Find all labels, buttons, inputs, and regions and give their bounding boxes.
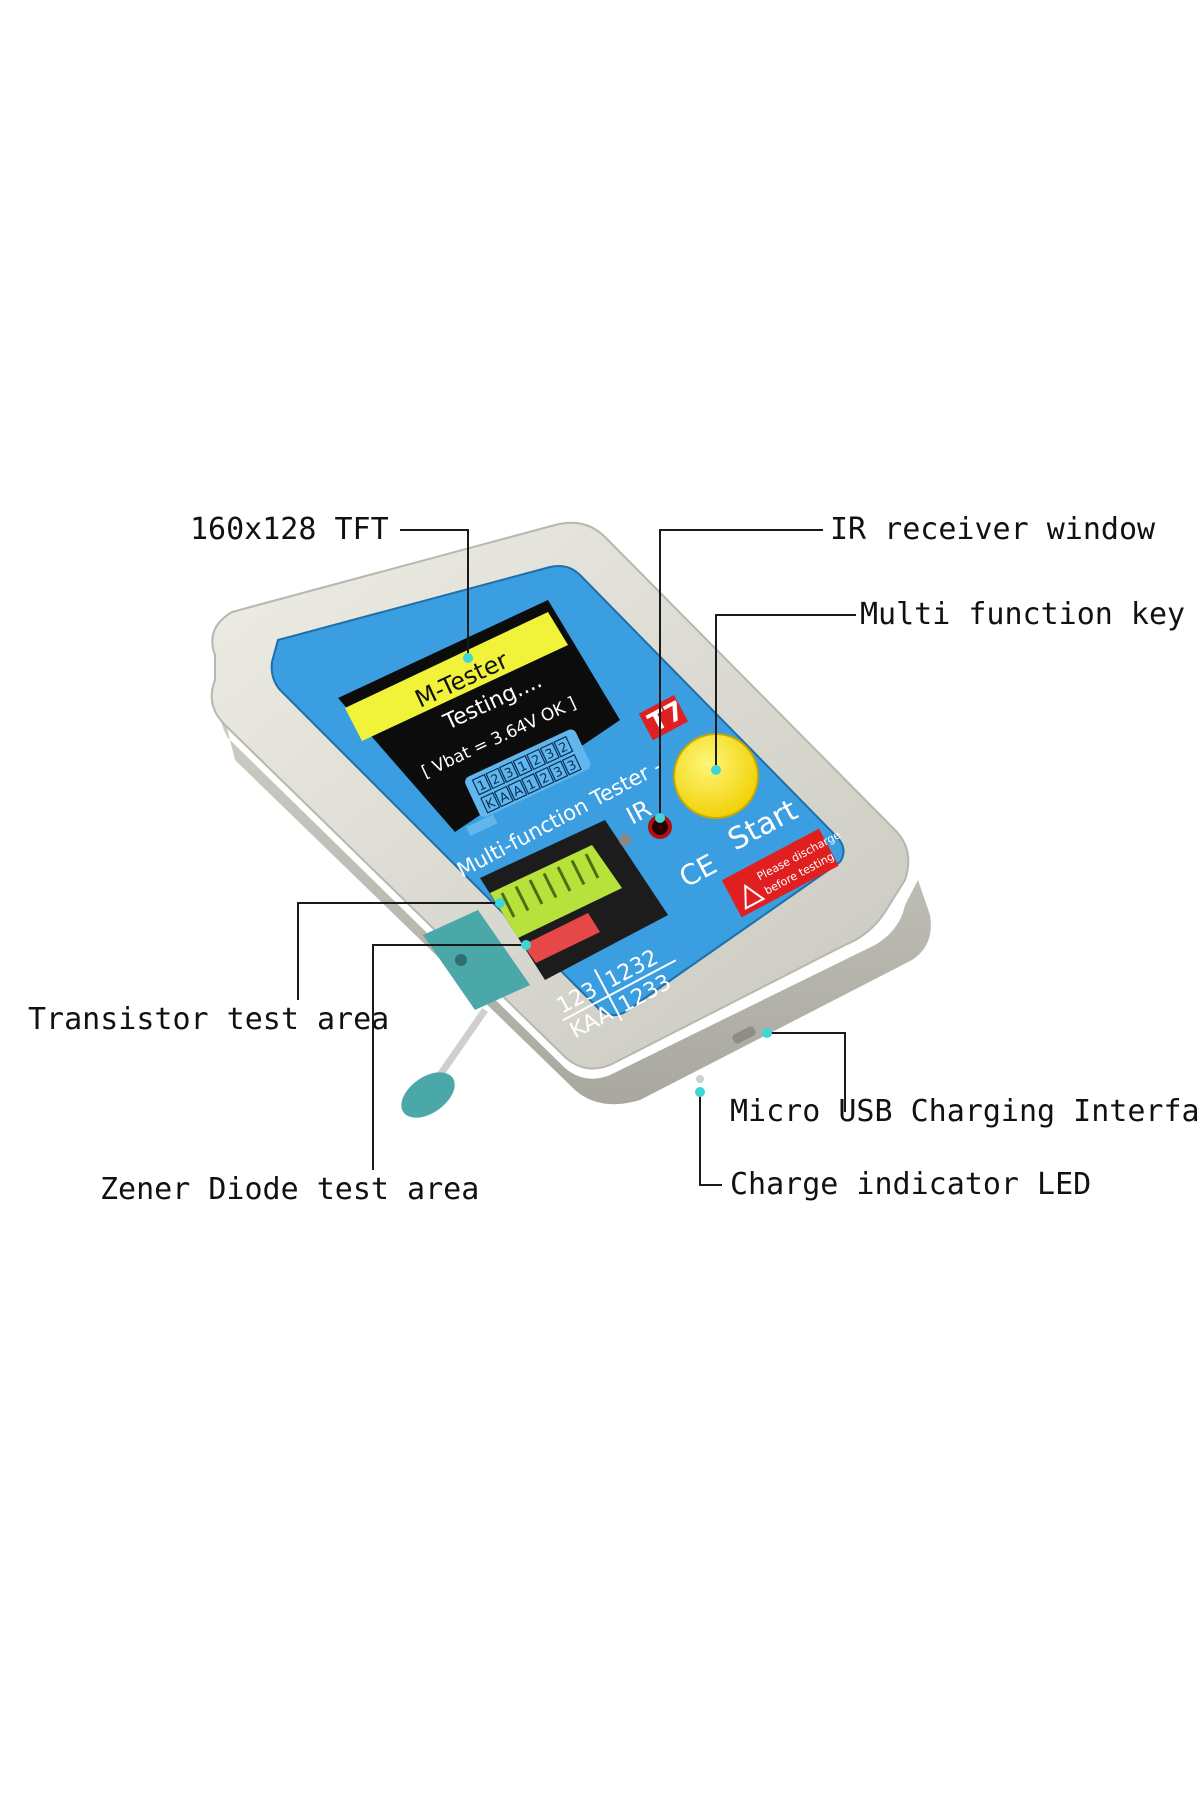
pin-row2-box bbox=[480, 792, 501, 814]
socket-lever-knob bbox=[401, 1072, 455, 1118]
socket-slots bbox=[500, 853, 600, 918]
dot-tft bbox=[463, 653, 473, 663]
pin-row1-box bbox=[526, 748, 547, 771]
tft-screen: M-Tester Testing.... [ Vbat = 3.64V OK ]… bbox=[338, 600, 620, 837]
socket-slot bbox=[542, 872, 558, 899]
leader-ir bbox=[659, 529, 823, 816]
micro-usb-port[interactable] bbox=[731, 1025, 757, 1045]
pin-row2-box bbox=[548, 760, 569, 782]
pin-row2-box bbox=[520, 773, 542, 795]
socket-screw-right bbox=[619, 834, 631, 846]
dot-usb bbox=[762, 1028, 772, 1038]
leader-tft bbox=[400, 529, 469, 655]
socket-green-area bbox=[490, 845, 622, 938]
leader-transistor bbox=[297, 902, 500, 1000]
pin-row2-box bbox=[493, 785, 514, 808]
legend-divider-vertical bbox=[593, 968, 623, 1022]
callout-usb: Micro USB Charging Interface bbox=[730, 1094, 1200, 1129]
socket-lever-arm bbox=[437, 1008, 488, 1077]
leader-key bbox=[715, 614, 856, 765]
callout-zener: Zener Diode test area bbox=[100, 1172, 480, 1207]
pin-row2-box bbox=[561, 754, 582, 776]
charge-led bbox=[696, 1075, 704, 1083]
leader-led bbox=[699, 1092, 722, 1186]
callout-tft: 160x128 TFT bbox=[190, 512, 389, 547]
pin-row2-box bbox=[507, 779, 528, 801]
dot-ir bbox=[655, 813, 665, 823]
dot-key bbox=[711, 765, 721, 775]
callout-multi-key: Multi function key bbox=[860, 597, 1186, 632]
callout-led: Charge indicator LED bbox=[730, 1167, 1092, 1202]
pin-row1-box bbox=[498, 761, 520, 783]
socket-lever-block bbox=[423, 910, 530, 1010]
leader-lines bbox=[297, 529, 856, 1186]
model-badge-bg bbox=[638, 695, 689, 741]
warning-triangle-icon bbox=[744, 883, 766, 910]
pin-row2-box bbox=[534, 766, 555, 789]
legend-divider-horizontal bbox=[562, 959, 677, 1022]
dot-zener bbox=[521, 940, 531, 950]
dot-transistor bbox=[495, 898, 505, 908]
callout-transistor: Transistor test area bbox=[28, 1002, 390, 1037]
socket-slot bbox=[584, 853, 600, 879]
socket-screw-left bbox=[455, 954, 467, 966]
callout-ir-window: IR receiver window bbox=[830, 512, 1156, 547]
pin-row1-box bbox=[471, 773, 492, 796]
screen-bezel bbox=[338, 600, 620, 832]
screen-progress-bar bbox=[466, 814, 498, 837]
socket-slot bbox=[528, 879, 544, 905]
zener-red-area bbox=[523, 913, 600, 963]
socket-slot bbox=[500, 892, 516, 918]
leader-zener bbox=[372, 944, 526, 1170]
zif-socket bbox=[401, 820, 668, 1118]
pin-row1-box bbox=[485, 767, 506, 790]
pin-row1-box bbox=[553, 735, 574, 758]
socket-slot bbox=[514, 885, 530, 912]
warning-sticker-bg bbox=[721, 828, 839, 918]
socket-slot bbox=[570, 859, 586, 886]
dot-led bbox=[695, 1087, 705, 1097]
pin-row1-box bbox=[539, 742, 560, 764]
pin-row1-box bbox=[512, 754, 533, 777]
socket-slot bbox=[556, 866, 572, 892]
screen-title-bar bbox=[345, 612, 568, 741]
pointer-dots bbox=[463, 653, 772, 1097]
leader-usb bbox=[770, 1032, 846, 1112]
